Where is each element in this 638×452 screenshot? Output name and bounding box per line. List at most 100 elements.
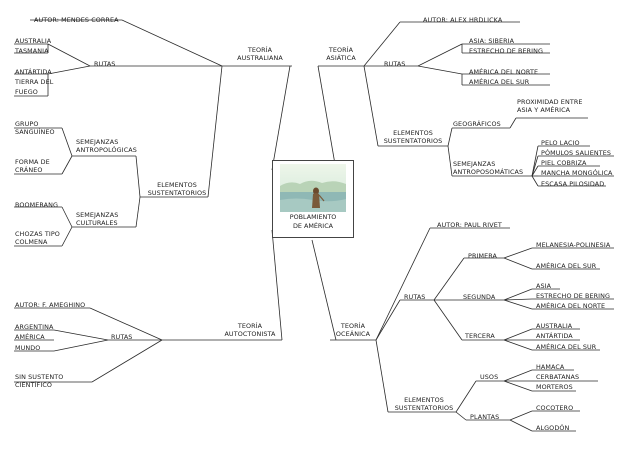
connector-line bbox=[531, 175, 539, 187]
oceanica-usos-2: CERBATANAS bbox=[536, 373, 580, 381]
australiana-sem-antro-line-2: ANTROPOLÓGICAS bbox=[76, 146, 137, 154]
connector-line bbox=[61, 127, 73, 157]
connector-line bbox=[503, 288, 533, 301]
connector-line bbox=[271, 229, 283, 341]
connector-line bbox=[61, 206, 73, 228]
oceanica-segunda-3: AMÉRICA DEL NORTE bbox=[536, 302, 606, 310]
connector-line bbox=[455, 411, 467, 421]
australiana-rutas: RUTAS bbox=[94, 60, 116, 68]
connector-line bbox=[61, 226, 73, 247]
asiatica-route-4: AMÉRICA DEL SUR bbox=[469, 78, 530, 86]
autoctonista-title-line-1: TEORÍA bbox=[237, 322, 263, 330]
oceanica-author: AUTOR: PAUL RIVET bbox=[437, 221, 502, 229]
oceanica-elementos: ELEMENTOS SUSTENTATORIOS bbox=[388, 396, 460, 412]
australiana-title-line-1: TEORÍA bbox=[247, 46, 273, 54]
asiatica-title: TEORÍA ASIÁTICA bbox=[318, 46, 364, 62]
oceanica-tercera: TERCERA bbox=[465, 332, 495, 340]
australiana-place-5: FUEGO bbox=[15, 88, 38, 96]
oceanica-title-line-1: TEORÍA bbox=[340, 322, 366, 330]
asiatica-trait-2: PÓMULOS SALIENTES bbox=[541, 149, 612, 157]
oceanica-title: TEORÍA OCEÁNICA bbox=[330, 322, 376, 338]
oceanica-tercera-1: AUSTRALIA bbox=[536, 322, 573, 330]
connector-line bbox=[53, 339, 109, 352]
australiana-sem-antro: SEMEJANZAS ANTROPOLÓGICAS bbox=[76, 138, 137, 154]
asiatica-author: AUTOR: ALEX HRDLICKA bbox=[423, 16, 503, 24]
autoctonista-place-2: AMÉRICA bbox=[15, 333, 45, 341]
connector-line bbox=[455, 380, 477, 413]
oceanica-tercera-2: ANTÁRTIDA bbox=[536, 332, 573, 340]
autoctonista-title-line-2: AUTOCTONISTA bbox=[224, 330, 276, 338]
connector-line bbox=[135, 155, 141, 198]
australiana-chozas: CHOZAS TIPO COLMENA bbox=[15, 230, 60, 246]
australiana-grupo: GRUPO SANGUÍNEO bbox=[15, 120, 55, 136]
autoctonista-title: TEORÍA AUTOCTONISTA bbox=[218, 322, 282, 338]
connector-line bbox=[61, 155, 73, 175]
center-illustration bbox=[280, 164, 346, 212]
oceanica-usos-1: HAMACA bbox=[536, 363, 565, 371]
asiatica-semejanzas-line-2: ANTROPOSOMÁTICAS bbox=[453, 168, 524, 176]
australiana-forma-line-1: FORMA DE bbox=[15, 158, 50, 166]
connector-line bbox=[91, 339, 163, 383]
asiatica-elementos-line-2: SUSTENTATORIOS bbox=[383, 137, 443, 145]
connector-line bbox=[271, 65, 291, 171]
asiatica-route-3: AMÉRICA DEL NORTE bbox=[469, 68, 539, 76]
asiatica-title-line-2: ASIÁTICA bbox=[326, 54, 356, 62]
autoctonista-sin-sustento-line-2: CIENTÍFICO bbox=[15, 381, 53, 389]
connector-line bbox=[311, 239, 337, 341]
connector-line bbox=[503, 369, 533, 382]
connector-line bbox=[433, 299, 463, 341]
oceanica-primera: PRIMERA bbox=[468, 252, 497, 260]
autoctonista-rutas: RUTAS bbox=[111, 333, 133, 341]
oceanica-tercera-3: AMÉRICA DEL SUR bbox=[536, 343, 597, 351]
oceanica-title-line-2: OCEÁNICA bbox=[335, 330, 371, 338]
australiana-elementos-line-1: ELEMENTOS bbox=[157, 181, 197, 189]
connector-line bbox=[509, 410, 533, 421]
connector-line bbox=[317, 65, 337, 171]
asiatica-trait-1: PELO LACIO bbox=[541, 139, 580, 147]
australiana-grupo-line-1: GRUPO bbox=[15, 120, 39, 128]
australiana-place-3: ANTÁRTIDA bbox=[15, 68, 52, 76]
oceanica-segunda-1: ASIA bbox=[536, 282, 552, 290]
connector-line bbox=[375, 299, 401, 341]
connector-line bbox=[47, 43, 91, 67]
connector-line bbox=[447, 127, 453, 147]
connector-line bbox=[363, 65, 379, 147]
connector-line bbox=[47, 65, 91, 75]
connector-line bbox=[417, 43, 463, 67]
connector-line bbox=[89, 307, 163, 341]
connector-line bbox=[503, 299, 533, 310]
center-line-2: DE AMÉRICA bbox=[292, 221, 334, 230]
connector-line bbox=[375, 339, 389, 413]
australiana-elementos-line-2: SUSTENTATORIOS bbox=[147, 189, 207, 197]
connector-line bbox=[503, 339, 533, 351]
australiana-title-line-2: AUSTRALIANA bbox=[237, 54, 283, 62]
oceanica-plantas-1: COCOTERO bbox=[536, 404, 574, 412]
oceanica-rutas: RUTAS bbox=[404, 293, 426, 301]
autoctonista-sin-sustento: SIN SUSTENTO CIENTÍFICO bbox=[15, 373, 63, 389]
asiatica-trait-4: MANCHA MONGÓLICA bbox=[541, 169, 613, 177]
connector-line bbox=[417, 65, 463, 75]
asiatica-rutas: RUTAS bbox=[384, 60, 406, 68]
connector-line bbox=[375, 227, 431, 341]
asiatica-route-2: ESTRECHO DE BERING bbox=[469, 47, 544, 55]
connector-line bbox=[121, 19, 223, 67]
australiana-chozas-line-1: CHOZAS TIPO bbox=[15, 230, 60, 238]
connector-line bbox=[509, 419, 533, 432]
connector-line bbox=[531, 165, 539, 177]
asiatica-proximidad-line-2: ASIA Y AMÉRICA bbox=[517, 106, 571, 114]
australiana-forma: FORMA DE CRÁNEO bbox=[15, 158, 50, 174]
connector-line bbox=[433, 257, 465, 301]
asiatica-title-line-1: TEORÍA bbox=[328, 46, 354, 54]
australiana-place-2: TASMANIA bbox=[15, 47, 49, 55]
asiatica-semejanzas: SEMEJANZAS ANTROPOSOMÁTICAS bbox=[453, 160, 523, 176]
australiana-title: TEORÍA AUSTRALIANA bbox=[228, 46, 292, 62]
asiatica-semejanzas-line-1: SEMEJANZAS bbox=[453, 160, 496, 168]
autoctonista-place-1: ARGENTINA bbox=[15, 323, 54, 331]
autoctonista-sin-sustento-line-1: SIN SUSTENTO bbox=[15, 373, 64, 381]
center-line-1: POBLAMIENTO bbox=[289, 213, 337, 221]
connector-line bbox=[531, 145, 539, 177]
asiatica-trait-5: ESCASA PILOSIDAD bbox=[541, 180, 605, 188]
asiatica-proximidad-line-1: PROXIMIDAD ENTRE bbox=[517, 98, 583, 106]
